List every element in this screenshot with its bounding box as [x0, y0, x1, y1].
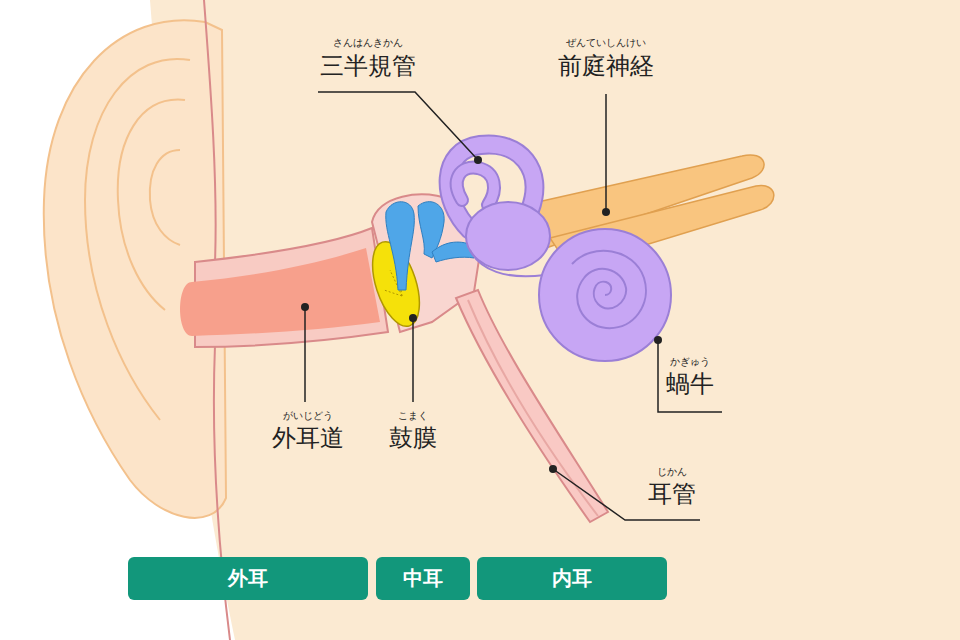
part-label: 三半規管: [320, 52, 416, 81]
part-label: 前庭神経: [558, 52, 654, 81]
region-label: 外耳: [228, 565, 268, 592]
furigana: さんはんきかん: [333, 37, 403, 49]
part-label: 鼓膜: [389, 424, 437, 453]
cochlea-spiral: [572, 251, 646, 328]
pinna-fold: [150, 150, 180, 245]
ear-canal: [180, 248, 380, 336]
region-band: 中耳: [376, 557, 470, 600]
furigana: こまく: [398, 410, 428, 422]
leader-dots: [301, 156, 662, 473]
region-label: 内耳: [552, 565, 592, 592]
region-label: 中耳: [403, 565, 443, 592]
pinna-fold: [85, 59, 190, 420]
malleus: [386, 202, 415, 290]
vestibule-edge: [470, 250, 545, 276]
region-band: 内耳: [477, 557, 667, 600]
region-band: 外耳: [128, 557, 368, 600]
part-label: 外耳道: [272, 424, 344, 453]
skin-edge: [204, 0, 216, 262]
vestibule: [466, 202, 550, 270]
pinna-fold: [118, 100, 185, 310]
cochlea: [539, 229, 671, 361]
part-label: 耳管: [648, 480, 696, 509]
leader-lines: [305, 92, 722, 520]
furigana: ぜんていしんけい: [566, 37, 646, 49]
head-region: [150, 0, 960, 640]
furigana: がいじどう: [283, 410, 333, 422]
part-label: 蝸牛: [666, 370, 714, 399]
furigana: かぎゅう: [670, 356, 710, 368]
furigana: じかん: [657, 466, 687, 478]
